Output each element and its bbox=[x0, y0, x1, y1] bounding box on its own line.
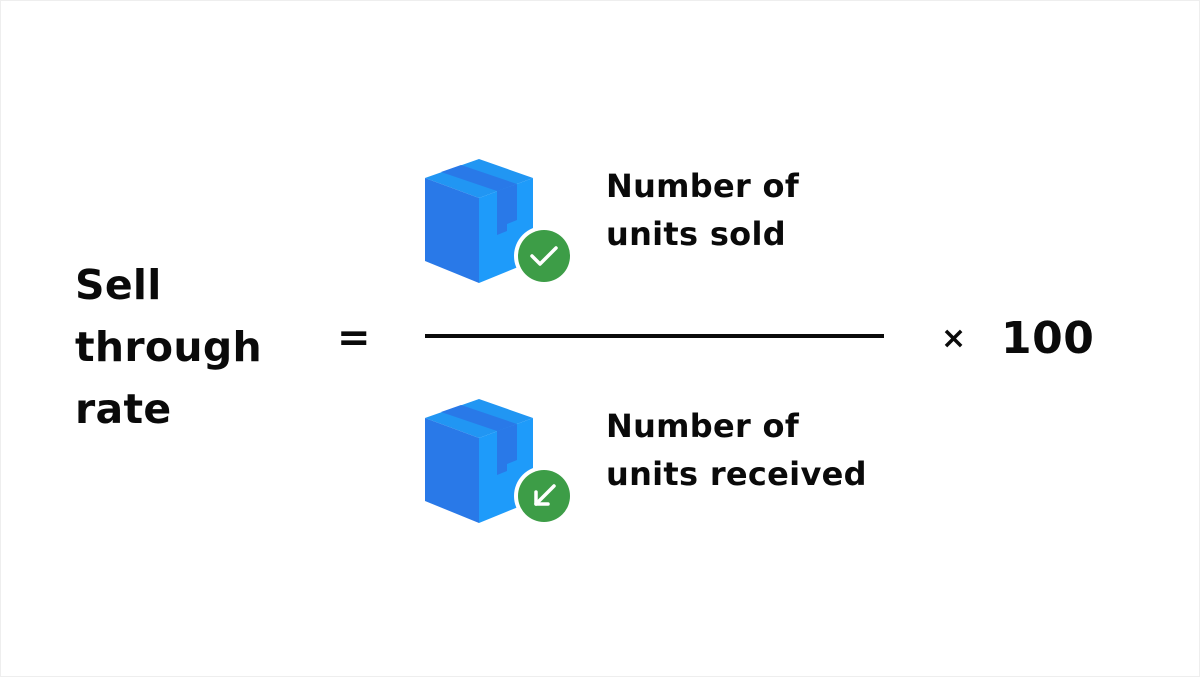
denominator-line-2: units received bbox=[606, 455, 867, 493]
numerator-label: Number of units sold bbox=[606, 162, 799, 258]
lhs-line-2: through bbox=[75, 323, 263, 371]
numerator-line-1: Number of bbox=[606, 167, 800, 205]
formula-lhs: Sell through rate bbox=[75, 254, 262, 440]
fraction-line bbox=[425, 334, 884, 338]
multiplier-value: 100 bbox=[1001, 313, 1095, 364]
denominator-label: Number of units received bbox=[606, 402, 867, 498]
denominator-line-1: Number of bbox=[606, 407, 800, 445]
numerator-line-2: units sold bbox=[606, 215, 786, 253]
equals-sign: = bbox=[337, 315, 371, 361]
lhs-line-3: rate bbox=[75, 385, 172, 433]
box-arrow-in-icon bbox=[421, 396, 581, 526]
multiply-sign: × bbox=[941, 321, 967, 356]
box-check-icon bbox=[421, 156, 581, 286]
lhs-line-1: Sell bbox=[75, 261, 162, 309]
